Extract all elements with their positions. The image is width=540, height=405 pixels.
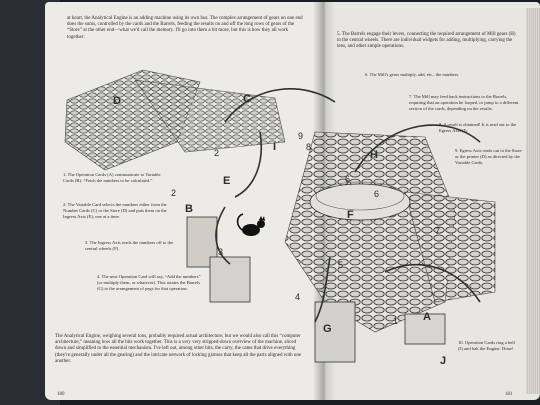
step-3: 3: [218, 247, 223, 257]
step-5: 5: [338, 260, 343, 270]
caption-4: 4. The next Operation Card will say, “Ad…: [97, 274, 201, 291]
step-7: 7: [435, 226, 440, 236]
caption-9: 9. Egress Axis reads out to the Store or…: [455, 148, 522, 165]
step-1: 1: [393, 316, 398, 326]
left-bottom-text: The Analytical Engine, weighing several …: [55, 334, 302, 364]
caption-1: 1. The Operation Cards (A) communicate t…: [63, 172, 161, 183]
caption-2: 2. The Variable Card selects the numbers…: [63, 202, 167, 219]
step-6b: 6: [374, 189, 379, 199]
label-A: A: [423, 311, 431, 323]
label-B: B: [185, 203, 193, 215]
label-G: G: [323, 323, 332, 335]
step-4: 4: [295, 292, 300, 302]
label-F: F: [347, 209, 354, 221]
barrels-and-cards: [186, 216, 446, 363]
step-2b: 2: [171, 188, 176, 198]
figure-step-numbers: 1 2 2 3 4 5 6 6 7 8 9: [171, 131, 440, 326]
analytical-engine-illustration: A B C D E F G H I J 1 2 2 3 4 5 6 6 7 8 …: [64, 69, 496, 367]
step-6a: 6: [345, 174, 350, 184]
caption-10: 10. Operation Cards ring a bell (J) and …: [458, 340, 515, 351]
label-E: E: [223, 175, 230, 187]
caption-8: 8. A result is obtained! It is read out …: [439, 122, 517, 133]
label-I: I: [273, 141, 276, 153]
step-9: 9: [298, 131, 303, 141]
cat-silhouette: [236, 213, 265, 236]
step-2a: 2: [214, 148, 219, 158]
figure-letter-labels: A B C D E F G H I J: [113, 93, 446, 367]
caption-7: 7. The Mill may feed back instructions t…: [409, 94, 519, 111]
flow-arrows: [215, 88, 481, 323]
label-J: J: [440, 355, 446, 367]
caption-3: 3. The Ingress Axis reads the numbers of…: [85, 240, 174, 251]
right-intro-text: 5. The Barrels engage their levers, conn…: [337, 32, 516, 50]
label-C: C: [243, 93, 251, 105]
label-H: H: [370, 149, 378, 161]
store-gear-rows: [64, 69, 286, 171]
left-intro-text: at heart, the Analytical Engine is an ad…: [67, 16, 303, 40]
open-book: A B C D E F G H I J 1 2 2 3 4 5 6 6 7 8 …: [25, 2, 540, 402]
left-page: [45, 2, 323, 400]
caption-6: 6. The Mill's gears multiply, add, etc.,…: [365, 72, 460, 77]
page-edges: [526, 8, 540, 394]
right-page-number: 181: [505, 392, 513, 397]
label-D: D: [113, 95, 121, 107]
step-8: 8: [306, 142, 311, 152]
left-page-number: 180: [57, 392, 65, 397]
central-wheels: [309, 181, 411, 221]
